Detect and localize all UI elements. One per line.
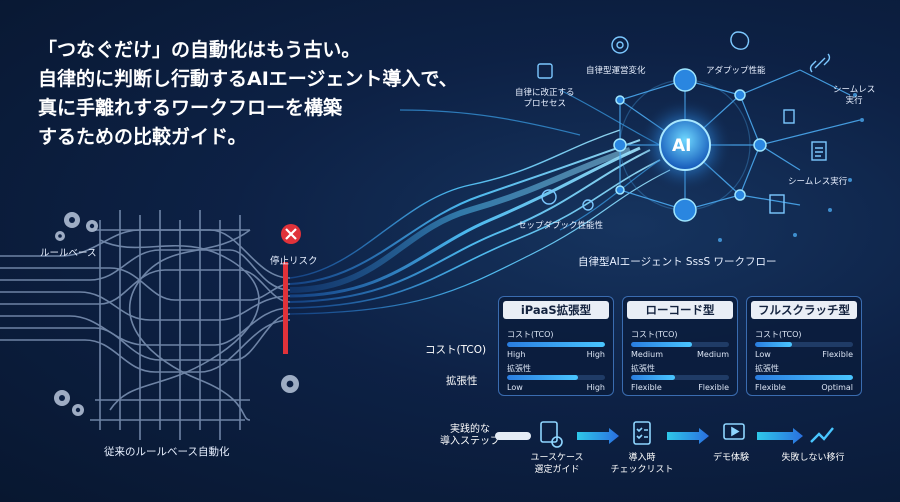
scale-bar-fill [755, 375, 853, 380]
cost-min-label: Medium [631, 350, 663, 359]
panel-title: iPaaS拡張型 [503, 301, 609, 319]
trend-icon [810, 427, 834, 443]
cost-max-label: High [586, 350, 605, 359]
scale-bar [755, 375, 853, 380]
network-icons [537, 31, 831, 214]
scale-label: 拡張性 [507, 364, 531, 373]
cost-min-label: Low [755, 350, 771, 359]
cost-bar-fill [631, 342, 692, 347]
scale-label: 拡張性 [631, 364, 655, 373]
scale-bar [507, 375, 605, 380]
steps-label: 実践的な 導入ステップ [440, 424, 500, 447]
headline-line-3: 真に手離れするワークフローを構築 [38, 97, 343, 119]
scale-max-label: High [586, 383, 605, 392]
step-arrow-3 [757, 428, 803, 444]
cost-min-label: High [507, 350, 526, 359]
stop-risk-label: 停止リスク [270, 256, 318, 267]
stop-risk-marker [281, 224, 301, 354]
rule-based-wires [0, 210, 291, 440]
node-label-operation: 自律型運営変化 [586, 66, 646, 76]
cost-label: コスト(TCO) [507, 330, 554, 339]
scale-max-label: Flexible [698, 383, 729, 392]
cost-max-label: Flexible [822, 350, 853, 359]
scale-min-label: Low [507, 383, 523, 392]
panel-title: フルスクラッチ型 [751, 301, 857, 319]
gear-icons [54, 212, 299, 416]
usecase-icon [540, 421, 558, 443]
cost-bar-fill [755, 342, 793, 347]
ai-workflow-caption: 自律型AIエージェント SssS ワークフロー [578, 256, 777, 268]
panel-title: ローコード型 [627, 301, 733, 319]
headline-line-2: 自律的に判断し行動するAIエージェント導入で、 [38, 68, 458, 90]
scale-bar [631, 375, 729, 380]
scale-min-label: Flexible [631, 383, 662, 392]
steps-start-pill [495, 432, 531, 440]
step-label: ユースケース 選定ガイド [530, 453, 584, 475]
row-label-scalability: 拡張性 [446, 375, 478, 387]
scale-label: 拡張性 [755, 364, 779, 373]
cost-bar [755, 342, 853, 347]
step-label: デモ体験 [712, 453, 749, 463]
node-label-setup: セップダプック性能性 [518, 221, 604, 231]
cost-label: コスト(TCO) [631, 330, 678, 339]
step-arrow-2 [667, 428, 709, 444]
rule-base-label: ルールベース [40, 248, 97, 259]
node-label-seamless-2: シームレス実行 [788, 177, 848, 187]
scale-bar-fill [631, 375, 676, 380]
step-label: 失敗しない移行 [781, 453, 845, 463]
row-label-cost: コスト(TCO) [425, 344, 487, 356]
node-label-adaptive: アダプップ性能 [706, 66, 766, 76]
node-label-seamless-1: シームレス 実行 [833, 85, 876, 106]
headline-line-1: 「つなぐだけ」の自動化はもう古い。 [38, 39, 361, 61]
cost-bar [631, 342, 729, 347]
ai-core [659, 119, 711, 171]
headline-line-4: するための比較ガイド。 [38, 126, 247, 148]
cost-max-label: Medium [697, 350, 729, 359]
cost-label: コスト(TCO) [755, 330, 802, 339]
checklist-icon [633, 421, 651, 445]
cost-bar-fill [507, 342, 605, 347]
scale-bar-fill [507, 375, 578, 380]
cost-bar [507, 342, 605, 347]
data-flow-stream [289, 89, 671, 315]
steps-flow-graphic [495, 421, 834, 448]
step-label: 導入時 チェックリスト [610, 453, 674, 475]
headline: 「つなぐだけ」の自動化はもう古い。 自律的に判断し行動するAIエージェント導入で… [38, 36, 538, 152]
node-label-self-improve: 自律に改正する プロセセス [515, 88, 575, 109]
step-arrow-1 [577, 428, 619, 444]
legacy-automation-caption: 従来のルールベース自動化 [104, 446, 230, 458]
demo-icon [723, 423, 745, 440]
scale-min-label: Flexible [755, 383, 786, 392]
network-nodes [613, 68, 767, 222]
comparison-panel: ローコード型コスト(TCO) Medium Medium 拡張性 Flexible Fle… [622, 296, 738, 396]
scale-max-label: Optimal [821, 383, 853, 392]
ai-core-label: AI [672, 136, 692, 156]
